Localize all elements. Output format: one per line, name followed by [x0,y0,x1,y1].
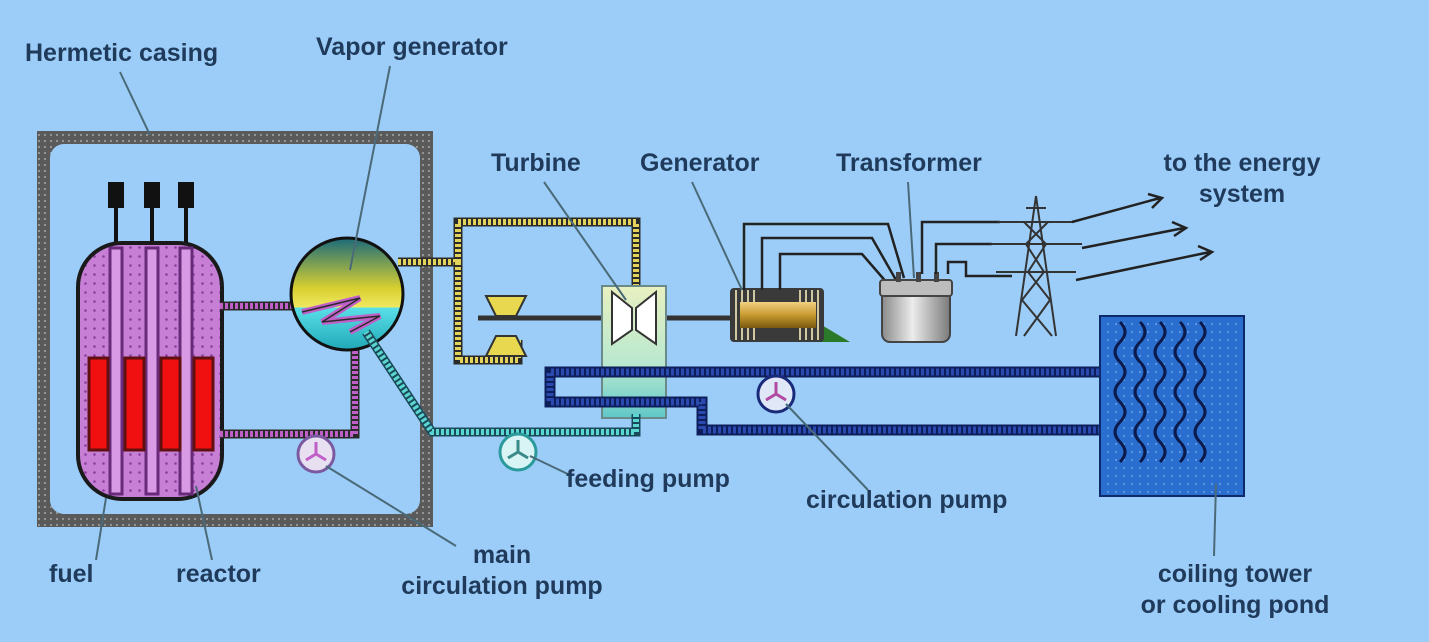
transmission-pylon [990,195,1082,337]
transformer [879,272,953,343]
label-hermetic-casing: Hermetic casing [25,39,219,67]
label-feeding-pump: feeding pump [566,465,730,493]
label-turbine: Turbine [491,149,581,177]
fuel-rods [87,356,215,452]
energy-output-arrows [1071,192,1215,282]
label-reactor: reactor [176,560,261,588]
label-energy-system-line2: system [1198,180,1286,208]
label-energy-system: to the energy system [1156,148,1328,210]
turbine [601,285,667,419]
steam-valve [484,295,528,357]
control-rods [108,182,194,246]
feeding-pump [498,432,538,472]
label-main-circulation-pump: main circulation pump [394,540,610,602]
label-cooling-line2: or cooling pond [1140,591,1330,619]
label-generator: Generator [640,149,760,177]
label-fuel: fuel [49,560,94,588]
circulation-pump [756,374,796,414]
label-vapor-generator: Vapor generator [316,33,508,61]
transformer-wires [920,220,1012,278]
leader-lines [95,65,1217,561]
feed-loop [362,329,641,437]
main-circulation-pump [296,434,336,474]
reactor-vessel [76,241,224,501]
label-cooling-tower: coiling tower or cooling pond [1130,559,1340,621]
cooling-loop [544,366,1104,436]
electric-generator [730,288,850,342]
label-transformer: Transformer [836,149,982,177]
label-main-pump-line2: circulation pump [401,572,603,600]
label-main-pump-line1: main [472,541,532,569]
cooling-tower [1099,315,1245,497]
vapor-generator [289,236,405,352]
label-cooling-line1: coiling tower [1157,560,1313,588]
label-energy-system-line1: to the energy [1163,149,1321,177]
generator-wires [742,222,906,290]
label-circulation-pump: circulation pump [806,486,1008,514]
